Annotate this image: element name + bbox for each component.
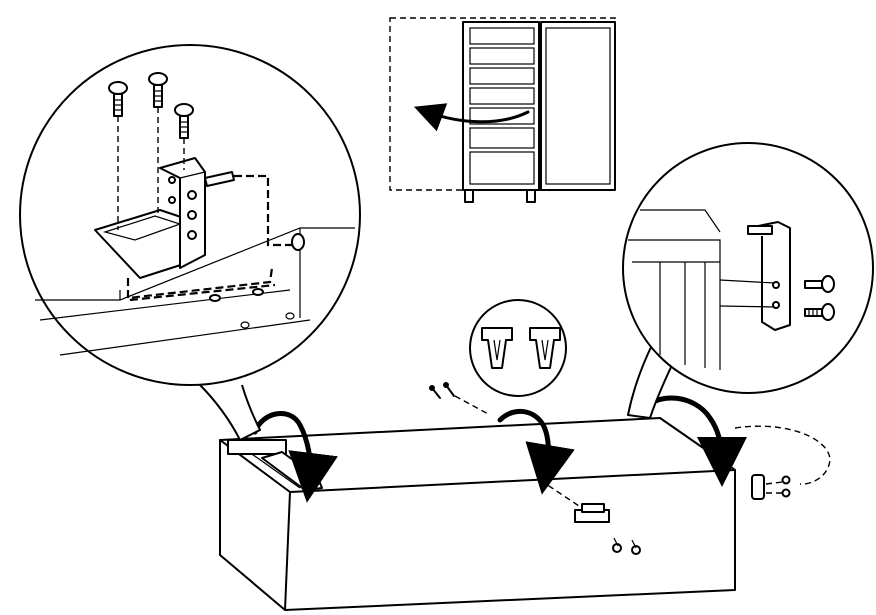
screw-icon	[148, 72, 168, 108]
hinge-detail-callout	[19, 44, 361, 441]
door-top-hinge-block	[227, 439, 287, 455]
magnifier-circle-middle	[469, 299, 567, 397]
screw-icon	[804, 303, 835, 321]
drawer-7	[469, 151, 535, 185]
small-hinge-plate	[751, 474, 765, 500]
arrow-left-icon	[252, 411, 338, 503]
drawer-1	[469, 27, 535, 45]
fridge-door	[540, 21, 616, 191]
loose-screws	[429, 382, 491, 416]
hinge-pin-right	[747, 225, 773, 235]
screw-icon	[804, 275, 835, 293]
door-front-edge	[284, 491, 291, 611]
arrow-middle-icon	[497, 409, 575, 495]
freezer-door	[462, 21, 540, 191]
drawer-2	[469, 47, 535, 65]
plug-cap-icon	[481, 327, 513, 369]
door-lying-flat	[219, 417, 736, 611]
fridge-door-panel	[545, 27, 611, 185]
right-hinge-parts	[751, 474, 791, 500]
fridge-front-view	[389, 17, 616, 203]
drawer-3	[469, 67, 535, 85]
screw-icon	[174, 103, 194, 139]
open-door-arrow-icon	[413, 103, 530, 132]
pin-path-dashed	[234, 174, 295, 247]
plug-cap-icon	[529, 327, 561, 369]
screw-bracket-2	[631, 545, 641, 555]
foot-left	[464, 189, 474, 203]
drawer-4	[469, 87, 535, 105]
callout-pointer-left	[199, 384, 261, 441]
hinge-pin	[204, 171, 235, 187]
drawer-6	[469, 127, 535, 149]
bottom-hinge-callout	[622, 142, 874, 419]
foot-right	[526, 189, 536, 203]
arrow-right-icon	[642, 395, 747, 487]
drawer-5	[469, 107, 535, 125]
transfer-arrows	[252, 395, 831, 503]
screw-icon	[108, 81, 128, 117]
plug-caps-callout	[469, 299, 567, 397]
pin-hole	[291, 233, 305, 251]
dashed-path-right	[734, 425, 831, 485]
door-body	[219, 417, 736, 611]
callout-pointer-right	[627, 344, 673, 419]
bottom-hinge-plate	[747, 221, 791, 331]
